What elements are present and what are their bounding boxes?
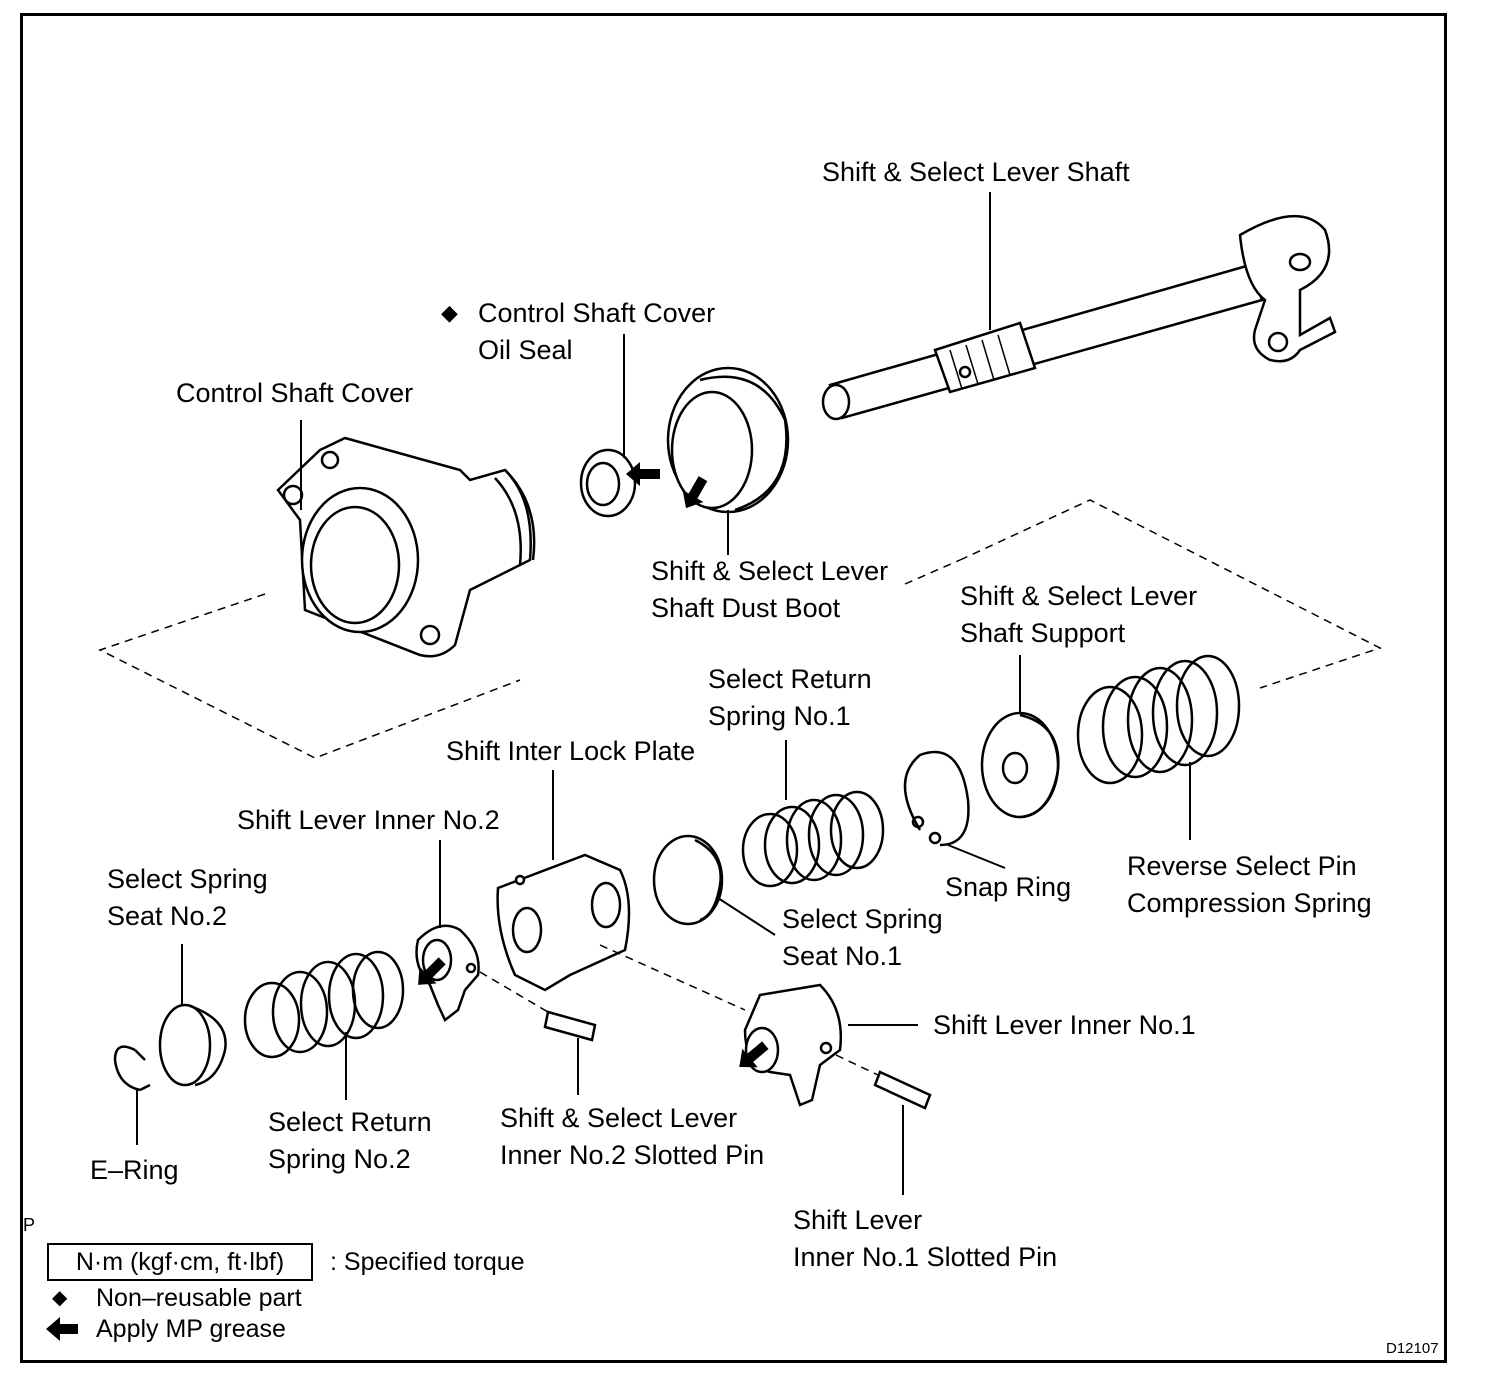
shift-select-lever-shaft-support: [980, 711, 1060, 819]
label-shaft-support-line2: Shaft Support: [960, 618, 1126, 648]
torque-legend-text: : Specified torque: [330, 1248, 525, 1276]
non-reusable-legend-text: Non–reusable part: [96, 1284, 302, 1312]
control-shaft-cover: [276, 436, 536, 658]
grease-legend-arrow-icon: [46, 1317, 78, 1341]
label-snap-ring: Snap Ring: [945, 872, 1072, 902]
label-select-spring-seat1-line2: Seat No.1: [782, 941, 903, 971]
e-ring: [113, 1045, 151, 1092]
label-shift-lever-inner-no1: Shift Lever Inner No.1: [933, 1010, 1196, 1040]
select-return-spring-no2: [243, 950, 405, 1059]
snap-ring: [903, 750, 970, 847]
label-shaft-support-line1: Shift & Select Lever: [960, 581, 1198, 611]
label-select-spring-seat2-line1: Select Spring: [107, 864, 268, 894]
label-shift-lever-inner-no2: Shift Lever Inner No.2: [237, 805, 500, 835]
label-control-shaft-cover: Control Shaft Cover: [176, 378, 414, 408]
label-inner1-slotted-pin-line1: Shift Lever: [793, 1205, 923, 1235]
select-return-spring-no1: [741, 790, 885, 888]
label-oil-seal-line2: Oil Seal: [478, 335, 573, 365]
label-reverse-spring-line1: Reverse Select Pin: [1127, 851, 1357, 881]
label-reverse-spring-line2: Compression Spring: [1127, 888, 1372, 918]
shift-select-lever-shaft: [821, 214, 1337, 421]
label-dust-boot-line2: Shaft Dust Boot: [651, 593, 841, 623]
grease-legend-text: Apply MP grease: [96, 1315, 286, 1343]
label-select-return-spring1-line1: Select Return: [708, 664, 872, 694]
control-shaft-cover-oil-seal: [579, 448, 637, 518]
reverse-select-pin-compression-spring: [1076, 654, 1241, 785]
label-select-spring-seat2-line2: Seat No.2: [107, 901, 228, 931]
shift-inter-lock-plate: [496, 853, 631, 992]
label-inner2-slotted-pin-line1: Shift & Select Lever: [500, 1103, 738, 1133]
non-reusable-legend-diamond-icon: ◆: [52, 1287, 68, 1309]
label-e-ring: E–Ring: [90, 1155, 179, 1185]
corner-mark: P: [23, 1215, 36, 1235]
select-spring-seat-no1: [652, 834, 724, 926]
label-inner1-slotted-pin-line2: Inner No.1 Slotted Pin: [793, 1242, 1058, 1272]
subassembly-dashed-outline: [98, 593, 521, 759]
label-dust-boot-line1: Shift & Select Lever: [651, 556, 889, 586]
diagram-frame: [20, 13, 1447, 1363]
label-select-return-spring2-line2: Spring No.2: [268, 1144, 411, 1174]
non-reusable-diamond-icon: ◆: [441, 300, 458, 325]
subassembly-dashed-outline-right: [959, 499, 1382, 689]
label-shift-select-lever-shaft: Shift & Select Lever Shaft: [822, 157, 1130, 187]
torque-unit-box: N·m (kgf·cm, ft·lbf): [47, 1243, 313, 1281]
figure-id: D12107: [1386, 1340, 1439, 1357]
label-select-spring-seat1-line1: Select Spring: [782, 904, 943, 934]
select-spring-seat-no2: [158, 1003, 227, 1087]
inner-no2-slotted-pin: [543, 1010, 597, 1042]
label-select-return-spring2-line1: Select Return: [268, 1107, 432, 1137]
inner-no1-slotted-pin: [873, 1070, 932, 1110]
label-inner2-slotted-pin-line2: Inner No.2 Slotted Pin: [500, 1140, 765, 1170]
leader-lines: [136, 192, 1191, 1195]
shift-select-lever-shaft-dust-boot: [666, 366, 790, 514]
label-shift-inter-lock-plate: Shift Inter Lock Plate: [446, 736, 696, 766]
label-oil-seal-line1: Control Shaft Cover: [478, 298, 716, 328]
label-select-return-spring1-line2: Spring No.1: [708, 701, 851, 731]
